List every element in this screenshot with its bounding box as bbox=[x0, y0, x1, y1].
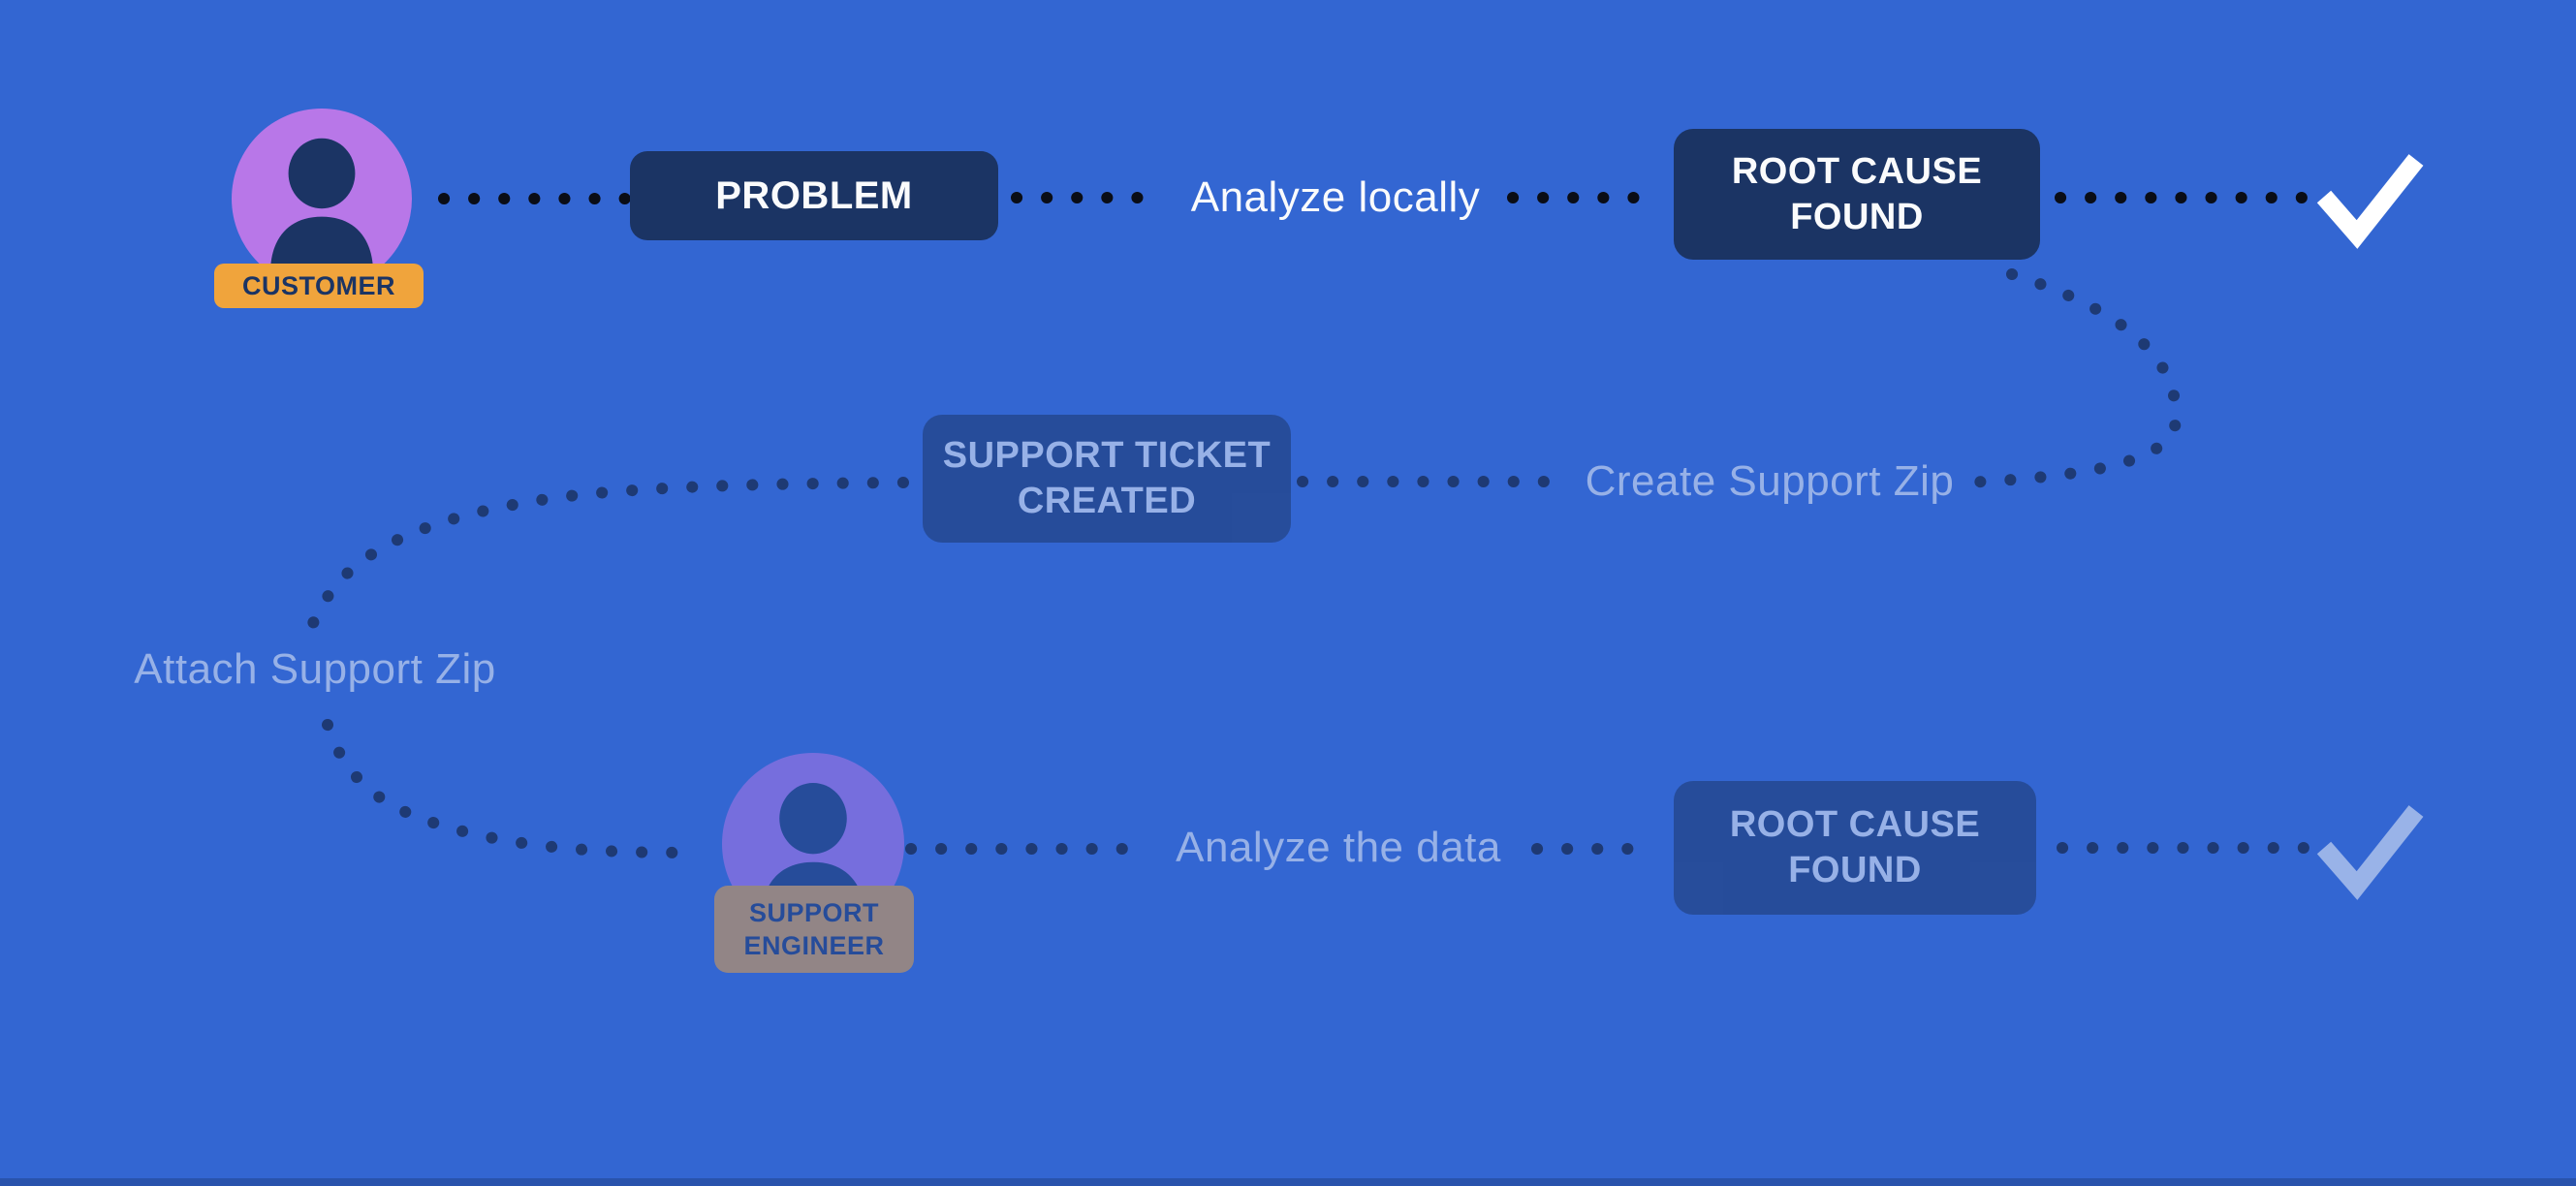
customer-badge: CUSTOMER bbox=[214, 264, 424, 308]
edge-label-analyze-the-data-text: Analyze the data bbox=[1176, 824, 1501, 871]
dotted-curve-ticket-to-attach bbox=[304, 477, 909, 638]
problem-node: PROBLEM bbox=[630, 151, 998, 240]
root-cause-bottom-line2: FOUND bbox=[1788, 850, 1922, 890]
support-engineer-badge: SUPPORT ENGINEER bbox=[714, 886, 914, 973]
root-cause-top-line2: FOUND bbox=[1790, 196, 1924, 237]
support-ticket-line1: SUPPORT TICKET bbox=[942, 435, 1272, 476]
customer-badge-label: CUSTOMER bbox=[241, 271, 395, 300]
dotted-curve-rootcause-to-zip bbox=[1960, 268, 2183, 488]
problem-node-label: PROBLEM bbox=[715, 173, 913, 217]
edge-label-analyze-locally: Analyze locally bbox=[1142, 171, 1529, 225]
root-cause-top-line1: ROOT CAUSE bbox=[1731, 150, 1983, 192]
root-cause-node-bottom: ROOT CAUSE FOUND bbox=[1674, 781, 2036, 915]
support-ticket-node: SUPPORT TICKET CREATED bbox=[923, 415, 1291, 543]
edge-label-analyze-locally-text: Analyze locally bbox=[1190, 173, 1481, 221]
dotted-curve-attach-to-engineer bbox=[322, 719, 707, 858]
edge-label-analyze-the-data: Analyze the data bbox=[1145, 821, 1532, 875]
support-engineer-badge-line2: ENGINEER bbox=[743, 931, 885, 960]
bottom-edge-shadow bbox=[0, 1178, 2576, 1186]
edge-label-create-support-zip: Create Support Zip bbox=[1576, 454, 1963, 509]
edge-label-attach-support-zip-text: Attach Support Zip bbox=[134, 645, 496, 693]
root-cause-bottom-line1: ROOT CAUSE bbox=[1729, 804, 1981, 845]
support-ticket-line2: CREATED bbox=[1017, 481, 1197, 521]
root-cause-node-top: ROOT CAUSE FOUND bbox=[1674, 129, 2040, 260]
checkmark-icon-bottom bbox=[2316, 804, 2424, 900]
support-engineer-badge-line1: SUPPORT bbox=[748, 898, 880, 927]
edge-label-attach-support-zip: Attach Support Zip bbox=[121, 642, 509, 697]
checkmark-icon-top bbox=[2316, 153, 2424, 249]
edge-label-create-support-zip-text: Create Support Zip bbox=[1585, 457, 1955, 505]
